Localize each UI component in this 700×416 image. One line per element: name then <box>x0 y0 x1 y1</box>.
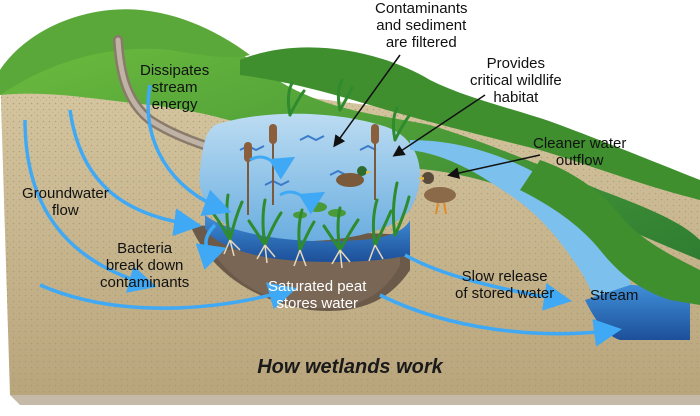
label-cleaner-line2: outflow <box>555 152 604 169</box>
label-stream: Stream <box>590 287 638 304</box>
label-habitat-line1: Provides <box>486 55 546 72</box>
block-base-shadow <box>10 395 700 405</box>
label-peat-line2: stores water <box>276 295 359 312</box>
label-cleaner-line1: Cleaner water <box>533 135 627 152</box>
label-dissipates-line1: Dissipates <box>140 62 210 79</box>
label-contaminants-line3: are filtered <box>385 34 457 51</box>
label-peat-line1: Saturated peat <box>268 278 367 295</box>
label-contaminants-line1: Contaminants <box>375 0 468 17</box>
label-bacteria: Bacteria break down contaminants <box>100 240 189 291</box>
label-bacteria-line1: Bacteria <box>117 240 173 257</box>
diagram-caption: How wetlands work <box>257 356 443 378</box>
wetland-pool <box>205 215 410 262</box>
label-dissipates: Dissipates stream energy <box>140 62 209 113</box>
groundwater-arrows <box>23 84 622 347</box>
label-bacteria-line3: contaminants <box>100 274 190 291</box>
plant-roots <box>223 239 384 269</box>
callout-arrows <box>333 54 541 179</box>
stream-bank <box>520 160 700 305</box>
label-groundwater-line2: flow <box>52 202 79 219</box>
label-contaminants: Contaminants and sediment are filtered <box>375 0 468 51</box>
label-slow-release: Slow release of stored water <box>455 268 554 302</box>
label-peat: Saturated peat stores water <box>268 278 366 312</box>
label-habitat-line2: critical wildlife <box>470 72 562 89</box>
hill-left <box>0 9 250 95</box>
label-slow-release-line1: Slow release <box>461 268 548 285</box>
duck-icon <box>336 166 372 187</box>
pond-flow-lines <box>249 155 326 215</box>
label-contaminants-line2: and sediment <box>376 17 467 34</box>
label-habitat: Provides critical wildlife habitat <box>470 55 562 106</box>
wetland-pond <box>199 113 420 242</box>
label-dissipates-line2: stream <box>151 79 198 96</box>
label-slow-release-line2: of stored water <box>455 285 555 302</box>
hill-right <box>240 47 700 200</box>
label-dissipates-line3: energy <box>151 96 198 113</box>
bank-duck-icon <box>417 172 456 215</box>
outflow-stream <box>410 140 650 330</box>
label-groundwater: Groundwater flow <box>22 185 109 219</box>
label-groundwater-line1: Groundwater <box>22 185 109 202</box>
label-bacteria-line2: break down <box>105 257 184 274</box>
label-stream-line1: Stream <box>590 287 639 304</box>
label-cleaner-water: Cleaner water outflow <box>533 135 626 169</box>
label-habitat-line3: habitat <box>493 89 539 106</box>
cattails <box>244 124 379 215</box>
saturated-peat <box>215 250 400 309</box>
